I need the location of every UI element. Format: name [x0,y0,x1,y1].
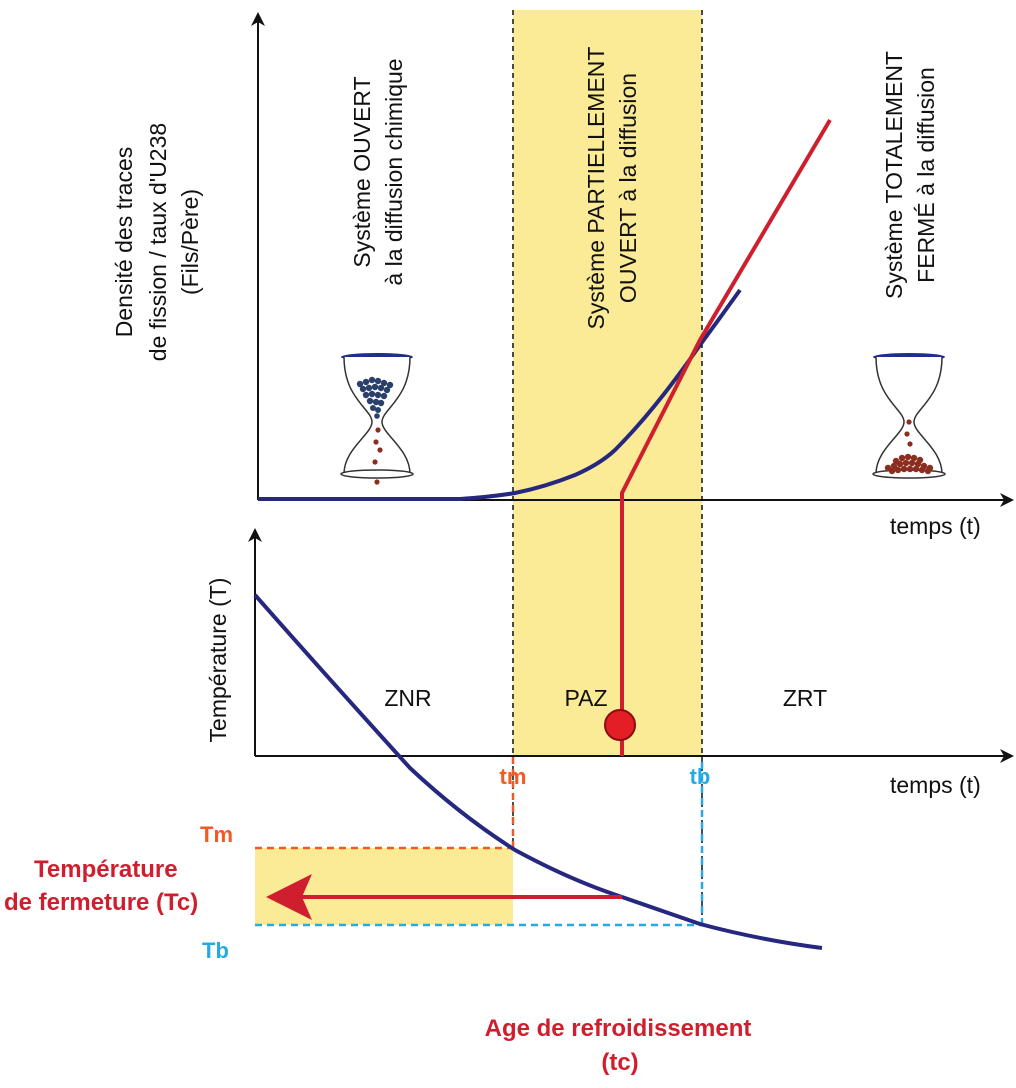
tm-time-label: tm [500,764,527,789]
closure-temperature-arrowhead [266,874,312,920]
tb-temperature-label: Tb [202,938,229,963]
hourglass-open-beads [356,376,394,419]
zrt-zone-label: ZRT [783,685,827,711]
partial-system-label: Système PARTIELLEMENT [583,47,609,330]
top-y-axis-label-line2: de fission / taux d'U238 [145,123,171,361]
hourglass-closed-icon [872,353,946,479]
open-system-curve [258,288,742,501]
paz-zone-label: PAZ [564,685,607,711]
bottom-y-axis-label: Température (T) [205,578,231,743]
tb-time-label: tb [690,764,711,789]
closed-system-label: Système TOTALEMENT [881,51,907,299]
cooling-curve [253,593,823,950]
bottom-x-axis-label: temps (t) [890,772,981,798]
top-y-axis-label-line3: (Fils/Père) [177,189,203,295]
closed-system-label-line2: FERMÉ à la diffusion [913,67,939,283]
closure-temperature-label-line2: de fermeture (Tc) [4,889,198,916]
tm-temperature-label: Tm [200,822,233,847]
open-system-label-line2: à la diffusion chimique [381,58,407,285]
cooling-age-label-line2: (tc) [601,1049,638,1076]
open-system-label: Système OUVERT [349,76,375,267]
top-x-axis-label: temps (t) [890,513,981,539]
top-y-axis-label: Densité des traces [111,147,137,337]
znr-zone-label: ZNR [384,685,431,711]
closed-system-line [620,118,832,756]
cooling-age-label: Age de refroidissement [485,1015,752,1042]
closure-temperature-label: Température [34,856,178,883]
partial-system-label-line2: OUVERT à la diffusion [615,73,641,303]
hourglass-open-icon [340,353,414,485]
cooling-age-dot [604,709,636,741]
